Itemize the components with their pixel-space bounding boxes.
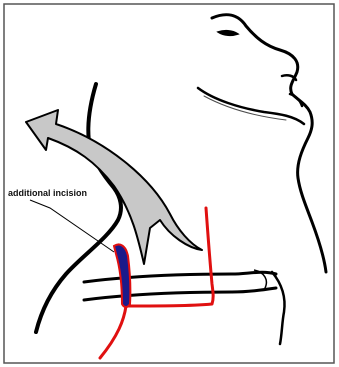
- additional-incision-label: additional incision: [8, 188, 87, 198]
